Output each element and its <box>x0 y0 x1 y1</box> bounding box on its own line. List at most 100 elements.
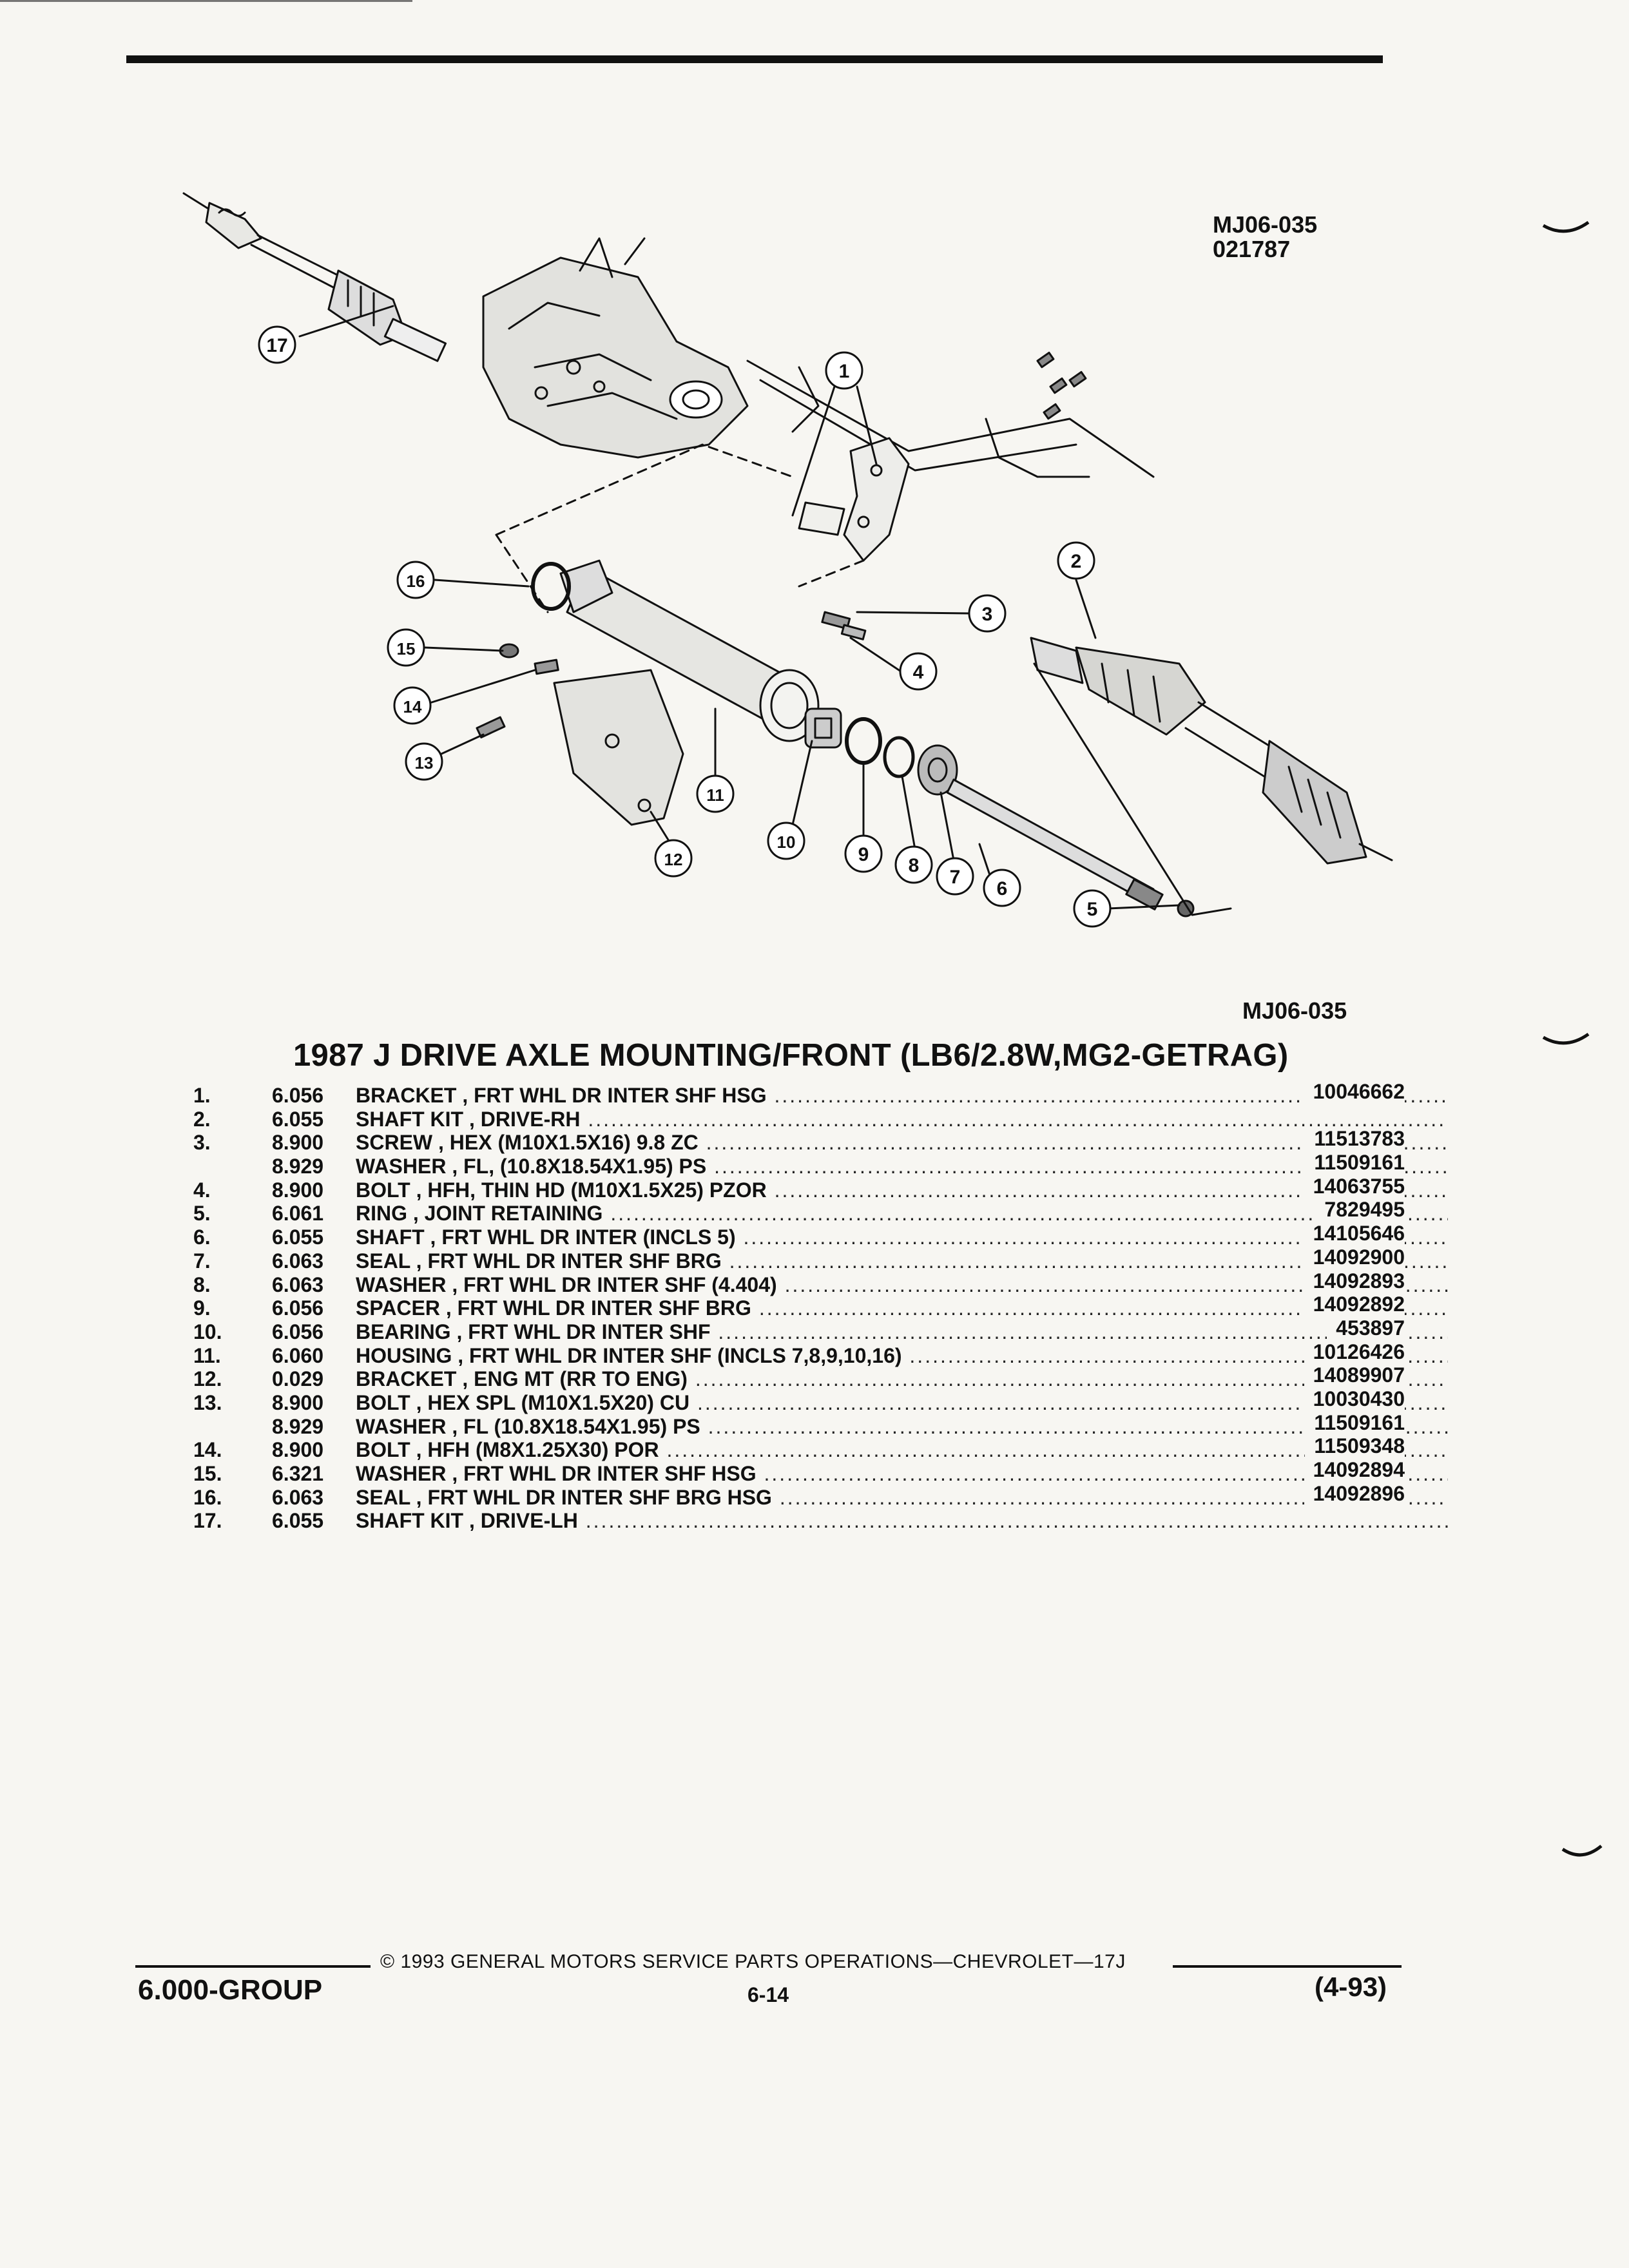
exploded-parts-diagram: 17 1 2 3 4 5 6 7 8 9 10 11 12 13 14 15 1… <box>148 174 1411 966</box>
copyright-notice: © 1993 GENERAL MOTORS SERVICE PARTS OPER… <box>380 1951 1126 1972</box>
callout-16: 16 <box>396 561 435 599</box>
transaxle-case <box>482 237 749 459</box>
callout-2: 2 <box>1057 541 1095 580</box>
part-category-code: 6.063 <box>272 1485 324 1509</box>
part-category-code: 6.063 <box>272 1273 324 1296</box>
part-description: HOUSING , FRT WHL DR INTER SHF (INCLS 7,… <box>356 1343 902 1367</box>
bracket-12 <box>553 669 684 826</box>
callout-8: 8 <box>894 845 933 884</box>
part-description-cell: SHAFT KIT , DRIVE-LH ...................… <box>356 1509 1448 1532</box>
part-description: SPACER , FRT WHL DR INTER SHF BRG <box>356 1296 751 1320</box>
item-number: 6. <box>193 1225 211 1249</box>
footer-rule-left <box>135 1965 371 1968</box>
part-description-cell: HOUSING , FRT WHL DR INTER SHF (INCLS 7,… <box>356 1344 1448 1367</box>
part-number: 10030430 <box>1304 1387 1405 1410</box>
part-description-cell: SHAFT , FRT WHL DR INTER (INCLS 5) .....… <box>356 1225 1448 1249</box>
part-number: 14105646 <box>1304 1222 1405 1245</box>
svg-text:2: 2 <box>1071 551 1082 572</box>
part-category-code: 8.929 <box>272 1155 324 1178</box>
part-number: 11509348 <box>1305 1434 1405 1458</box>
callout-17: 17 <box>258 325 296 364</box>
leader-dots: ........................................… <box>588 1107 1448 1131</box>
item-number: 5. <box>193 1202 211 1225</box>
parts-list: 1. 6.056 BRACKET , FRT WHL DR INTER SHF HS… <box>193 1080 1448 1533</box>
part-description-cell: WASHER , FL, (10.8X18.54X1.95) PS ......… <box>356 1155 1448 1178</box>
part-description: SHAFT , FRT WHL DR INTER (INCLS 5) <box>356 1225 736 1249</box>
part-category-code: 6.055 <box>272 1107 324 1131</box>
part-description: RING , JOINT RETAINING <box>356 1202 603 1225</box>
svg-text:3: 3 <box>982 604 993 625</box>
binder-mark-top <box>1542 220 1590 233</box>
part-description: WASHER , FRT WHL DR INTER SHF HSG <box>356 1462 757 1485</box>
callout-7: 7 <box>936 857 974 896</box>
item-number: 13. <box>193 1390 222 1414</box>
bolt-14 <box>534 658 559 675</box>
item-number: 9. <box>193 1296 211 1320</box>
svg-text:8: 8 <box>909 855 920 876</box>
bolt-cluster <box>1036 351 1087 420</box>
svg-text:13: 13 <box>415 753 434 773</box>
seal-16 <box>531 562 571 611</box>
part-category-code: 6.056 <box>272 1296 324 1320</box>
part-number: 14092896 <box>1304 1481 1405 1505</box>
svg-text:10: 10 <box>777 832 796 852</box>
parts-list-row: 6. 6.055 SHAFT , FRT WHL DR INTER (INCLS 5… <box>193 1222 1448 1249</box>
item-number: 8. <box>193 1273 211 1296</box>
parts-list-row: 5. 6.061 RING , JOINT RETAINING ..........… <box>193 1198 1448 1225</box>
part-number: 14092893 <box>1304 1269 1405 1293</box>
leader-dots: ........................................… <box>585 1509 1448 1533</box>
part-category-code: 6.063 <box>272 1249 324 1273</box>
svg-text:11: 11 <box>706 785 724 805</box>
part-category-code: 8.929 <box>272 1414 324 1438</box>
part-description-cell: BOLT , HFH (M8X1.25X30) POR ............… <box>356 1438 1448 1461</box>
part-description-cell: SEAL , FRT WHL DR INTER SHF BRG HSG ....… <box>356 1486 1448 1509</box>
leader-dots: ........................................… <box>610 1202 1448 1225</box>
part-category-code: 6.056 <box>272 1320 324 1343</box>
part-description-cell: RING , JOINT RETAINING .................… <box>356 1202 1448 1225</box>
callout-6: 6 <box>983 869 1021 907</box>
part-description: SCREW , HEX (M10X1.5X16) 9.8 ZC <box>356 1131 699 1155</box>
part-number: 10126426 <box>1304 1340 1405 1363</box>
part-number: 11509161 <box>1305 1151 1405 1175</box>
item-number: 11. <box>193 1343 221 1367</box>
bolt-13 <box>476 716 506 739</box>
part-number: 11513783 <box>1305 1127 1405 1151</box>
part-description-cell: BOLT , HFH, THIN HD (M10X1.5X25) PZOR ..… <box>356 1178 1448 1202</box>
item-number: 15. <box>193 1462 222 1485</box>
part-description: SHAFT KIT , DRIVE-LH <box>356 1509 578 1533</box>
part-description-cell: BEARING , FRT WHL DR INTER SHF .........… <box>356 1320 1448 1343</box>
part-description-cell: SPACER , FRT WHL DR INTER SHF BRG ......… <box>356 1296 1448 1320</box>
bolt-4 <box>840 624 867 640</box>
callout-13: 13 <box>405 742 443 781</box>
part-description: WASHER , FRT WHL DR INTER SHF (4.404) <box>356 1273 777 1296</box>
part-category-code: 6.055 <box>272 1225 324 1249</box>
svg-text:12: 12 <box>664 850 683 869</box>
part-description-cell: WASHER , FL (10.8X18.54X1.95) PS .......… <box>356 1415 1448 1438</box>
part-category-code: 6.060 <box>272 1343 324 1367</box>
part-number: 14089907 <box>1304 1363 1405 1387</box>
bolt-3 <box>821 611 851 630</box>
callout-5: 5 <box>1073 889 1112 928</box>
svg-text:14: 14 <box>403 697 422 716</box>
scan-edge-line <box>0 0 412 2</box>
svg-text:16: 16 <box>407 572 425 591</box>
callout-4: 4 <box>899 652 938 691</box>
item-number: 17. <box>193 1509 222 1533</box>
part-description-cell: BRACKET , FRT WHL DR INTER SHF HSG .....… <box>356 1084 1448 1107</box>
item-number: 1. <box>193 1084 211 1107</box>
part-number: 14092900 <box>1304 1245 1405 1269</box>
svg-text:5: 5 <box>1087 899 1098 920</box>
callout-1: 1 <box>825 351 863 390</box>
leader-dots: ........................................… <box>718 1320 1448 1343</box>
part-number: 10046662 <box>1304 1080 1405 1103</box>
engine-block <box>746 360 1155 478</box>
part-category-code: 6.061 <box>272 1202 324 1225</box>
part-description: BOLT , HFH (M8X1.25X30) POR <box>356 1438 659 1462</box>
